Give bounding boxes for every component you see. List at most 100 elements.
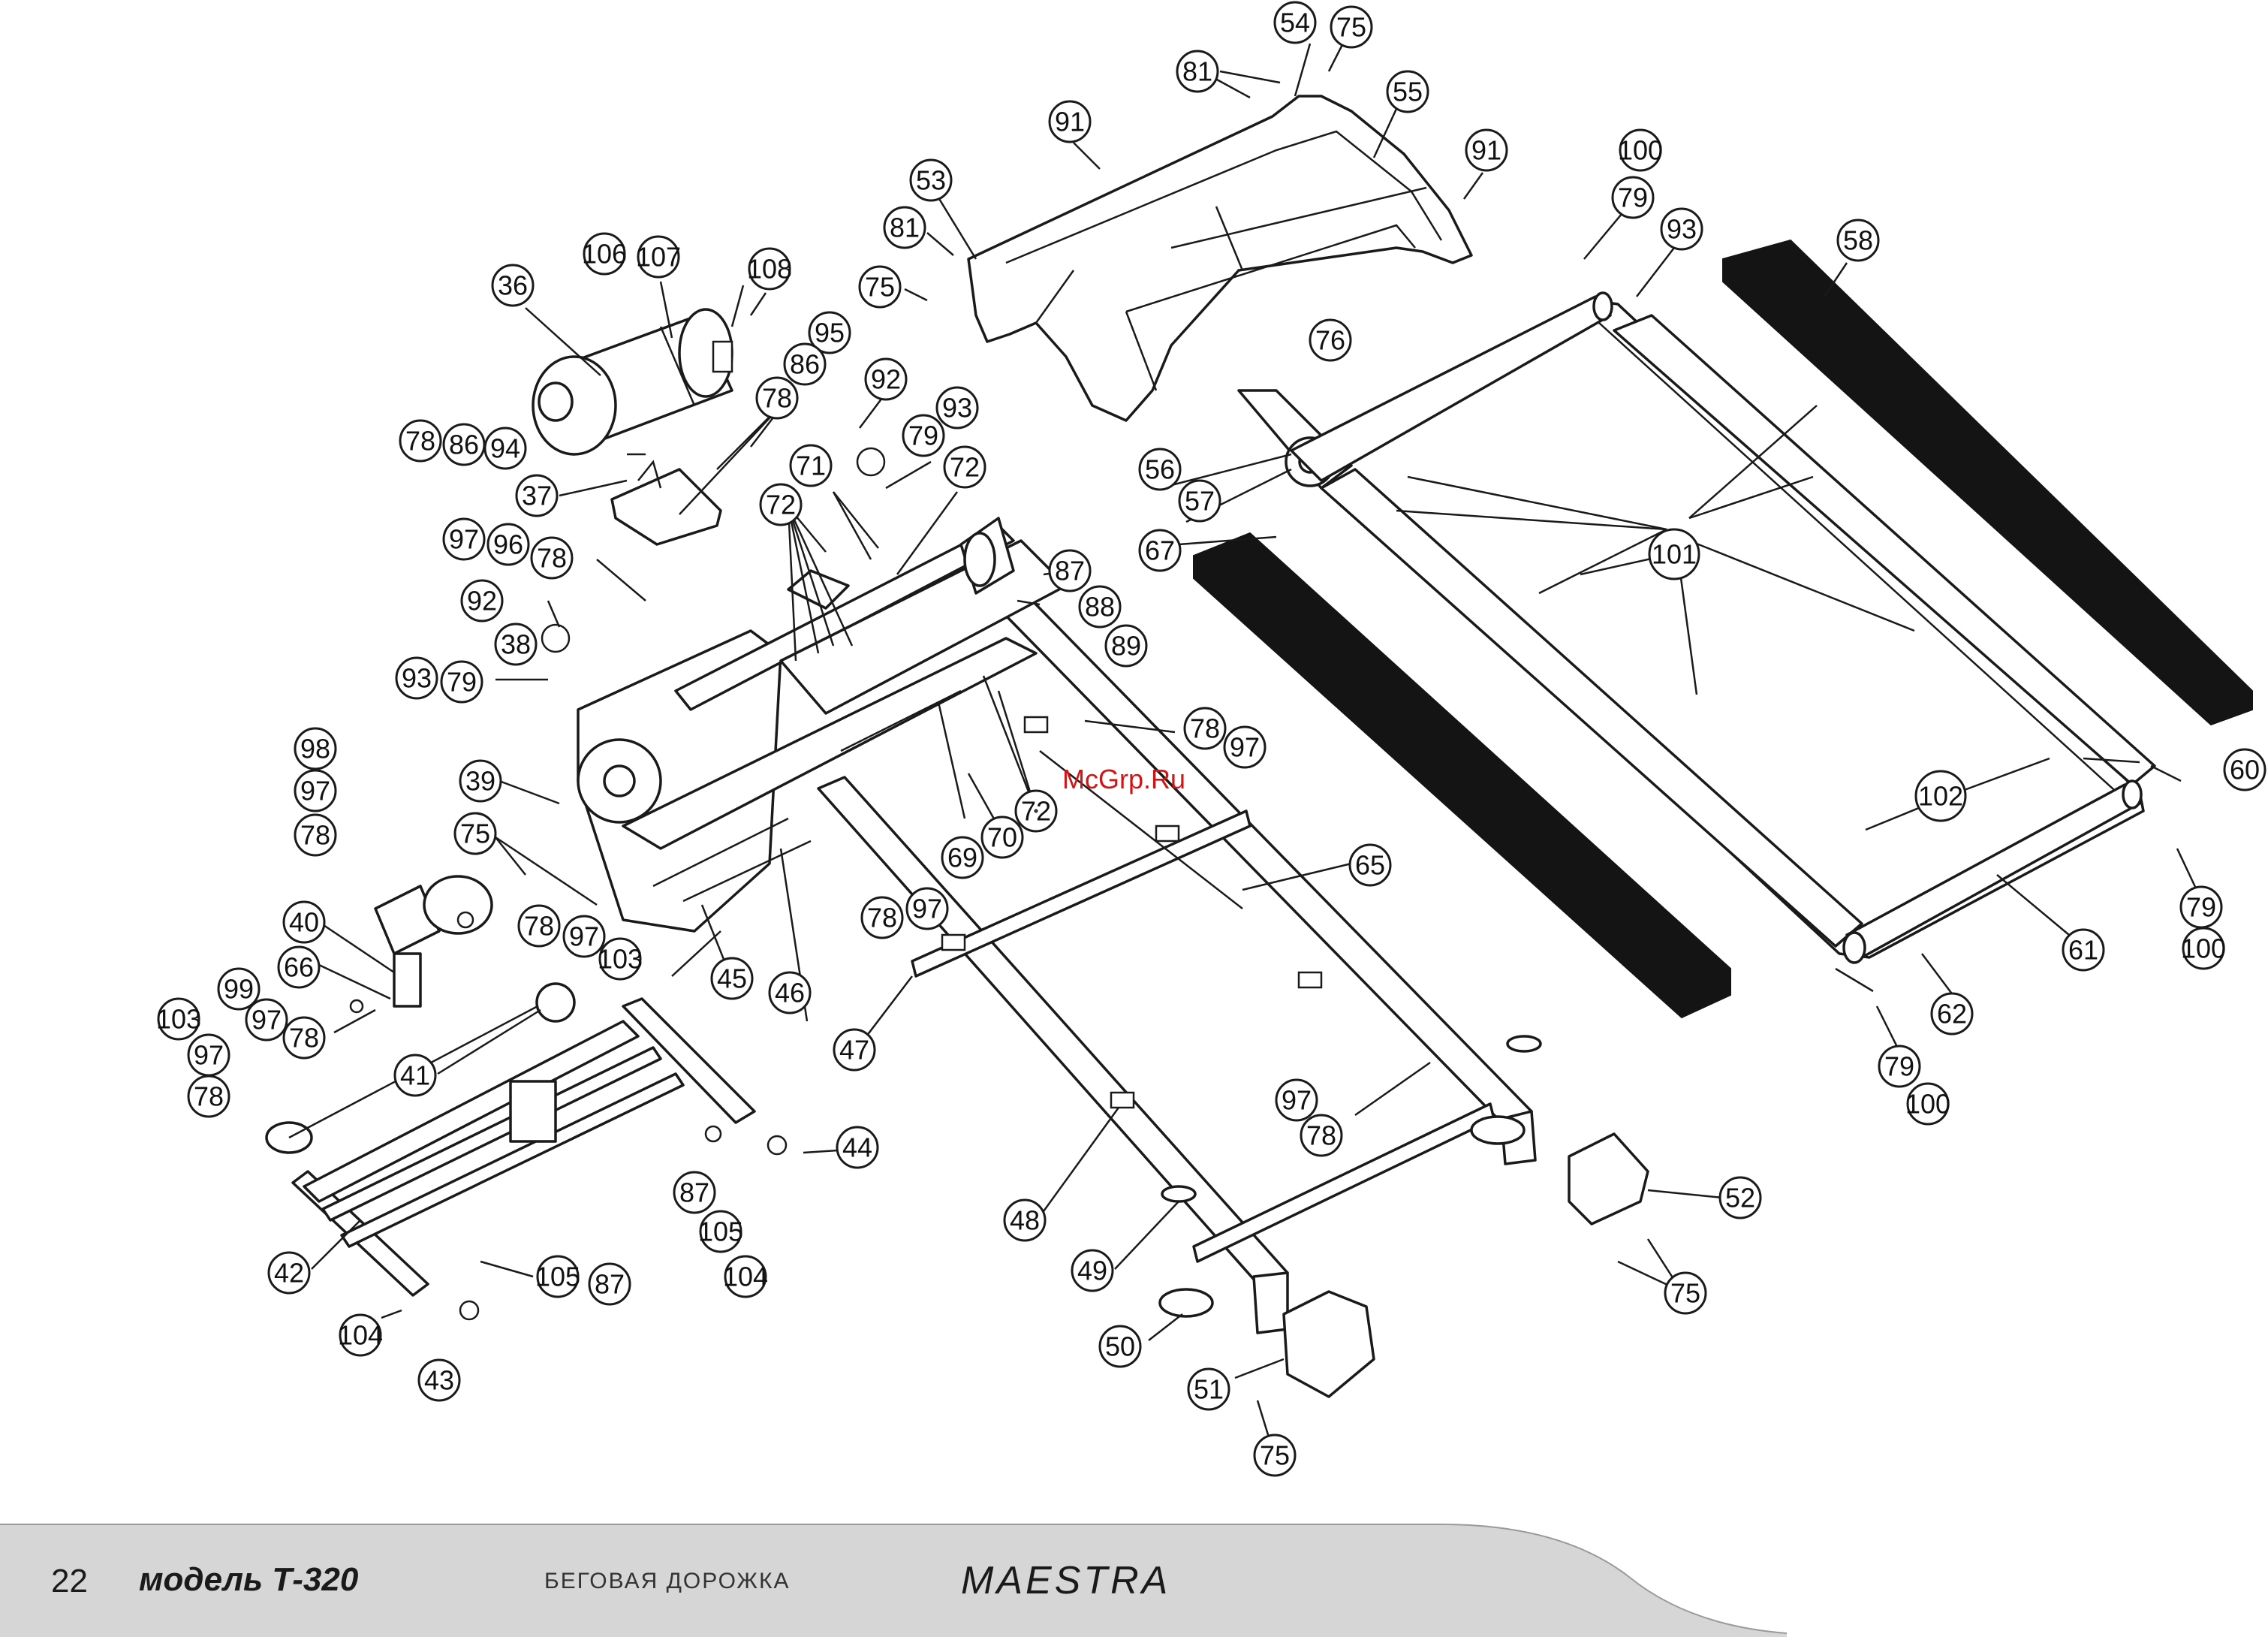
svg-text:60: 60: [2230, 755, 2260, 785]
product-name: БЕГОВАЯ ДОРОЖКА: [544, 1569, 790, 1593]
callout-87: 87: [673, 1171, 716, 1214]
callout-76: 76: [1309, 318, 1352, 362]
svg-text:87: 87: [595, 1269, 625, 1300]
watermark: McGrp.Ru: [1062, 764, 1185, 794]
callout-75: 75: [858, 265, 902, 309]
svg-text:108: 108: [747, 254, 792, 285]
svg-text:99: 99: [224, 974, 254, 1005]
svg-text:75: 75: [1670, 1278, 1700, 1309]
callout-87: 87: [1048, 549, 1092, 592]
svg-text:48: 48: [1010, 1205, 1040, 1236]
callout-72: [1034, 809, 1038, 813]
callout-96: 96: [486, 523, 530, 566]
front-roller: [1237, 291, 1613, 490]
model-name: модель Т-320: [139, 1561, 359, 1598]
callout-47: 47: [833, 1028, 876, 1072]
callout-61: 61: [2062, 928, 2105, 972]
drive-motor: [532, 308, 733, 456]
callout-38: 38: [494, 623, 538, 666]
callout-79: 79: [1878, 1045, 1921, 1088]
svg-text:97: 97: [912, 894, 942, 924]
svg-text:36: 36: [498, 270, 528, 301]
callout-53: 53: [909, 158, 953, 202]
callout-52: 52: [1718, 1176, 1762, 1219]
svg-text:70: 70: [987, 822, 1017, 853]
svg-text:78: 78: [867, 903, 897, 933]
svg-text:56: 56: [1145, 454, 1175, 485]
svg-text:52: 52: [1725, 1183, 1755, 1213]
svg-text:87: 87: [1055, 556, 1085, 586]
svg-text:78: 78: [289, 1023, 319, 1054]
svg-text:93: 93: [1667, 214, 1697, 245]
svg-text:65: 65: [1355, 850, 1385, 881]
svg-text:79: 79: [447, 667, 477, 698]
callout-79: 79: [1611, 176, 1655, 219]
callout-40: 40: [282, 900, 326, 944]
callout-104: 104: [338, 1313, 383, 1357]
callout-45: 45: [710, 957, 754, 1000]
svg-text:104: 104: [338, 1320, 383, 1351]
callout-58: 58: [1836, 219, 1880, 262]
callout-57: 57: [1178, 479, 1221, 523]
svg-text:76: 76: [1315, 325, 1345, 356]
callout-86: 86: [783, 342, 827, 386]
svg-text:105: 105: [698, 1216, 743, 1247]
callout-46: 46: [768, 971, 812, 1014]
svg-text:37: 37: [522, 481, 552, 511]
callout-92: 92: [864, 357, 908, 401]
callout-92: 92: [460, 579, 504, 623]
svg-text:91: 91: [1471, 135, 1501, 166]
callout-60: 60: [2223, 748, 2266, 791]
callout-67: 67: [1138, 529, 1182, 572]
svg-text:81: 81: [890, 213, 920, 243]
svg-text:79: 79: [908, 421, 938, 451]
callout-75: 75: [1664, 1271, 1707, 1315]
svg-text:86: 86: [449, 430, 479, 460]
callout-97: 97: [442, 517, 486, 561]
callout-70: 70: [980, 815, 1024, 859]
callout-88: 88: [1078, 585, 1122, 629]
callout-41: 41: [393, 1054, 437, 1097]
callout-78: 78: [755, 376, 799, 420]
callout-79: 79: [440, 660, 483, 704]
svg-text:38: 38: [501, 629, 531, 660]
svg-text:78: 78: [405, 426, 435, 457]
svg-text:49: 49: [1077, 1256, 1107, 1286]
svg-text:91: 91: [1055, 107, 1085, 137]
svg-text:97: 97: [194, 1040, 224, 1071]
svg-text:72: 72: [766, 490, 796, 520]
svg-text:97: 97: [251, 1005, 282, 1036]
callout-51: 51: [1187, 1367, 1230, 1411]
svg-text:69: 69: [947, 843, 977, 873]
svg-text:78: 78: [194, 1081, 224, 1112]
svg-text:39: 39: [465, 766, 495, 797]
svg-text:98: 98: [300, 734, 330, 764]
svg-text:72: 72: [950, 452, 980, 483]
callout-75: 75: [453, 812, 497, 855]
callout-72: 72: [759, 483, 803, 526]
svg-text:62: 62: [1937, 999, 1967, 1030]
svg-text:75: 75: [460, 818, 490, 849]
svg-text:93: 93: [942, 393, 972, 424]
svg-text:88: 88: [1085, 592, 1115, 623]
callout-78: 78: [187, 1075, 230, 1118]
svg-text:67: 67: [1145, 535, 1175, 566]
parts-artwork: [265, 95, 2253, 1398]
callout-72: 72: [943, 445, 986, 489]
svg-text:75: 75: [865, 272, 895, 303]
callout-48: 48: [1003, 1198, 1047, 1242]
callout-39: 39: [459, 759, 502, 803]
svg-text:41: 41: [400, 1060, 430, 1091]
callout-97: 97: [905, 887, 949, 930]
svg-text:100: 100: [1905, 1089, 1950, 1120]
svg-text:71: 71: [796, 451, 826, 481]
svg-text:66: 66: [284, 952, 314, 983]
svg-text:46: 46: [775, 978, 805, 1008]
callout-103: 103: [598, 937, 643, 981]
callout-86: 86: [442, 423, 486, 466]
callout-78: 78: [282, 1016, 326, 1060]
incline-subframe: [577, 517, 1068, 933]
callout-107: 107: [636, 235, 681, 279]
callout-42: 42: [267, 1251, 311, 1295]
